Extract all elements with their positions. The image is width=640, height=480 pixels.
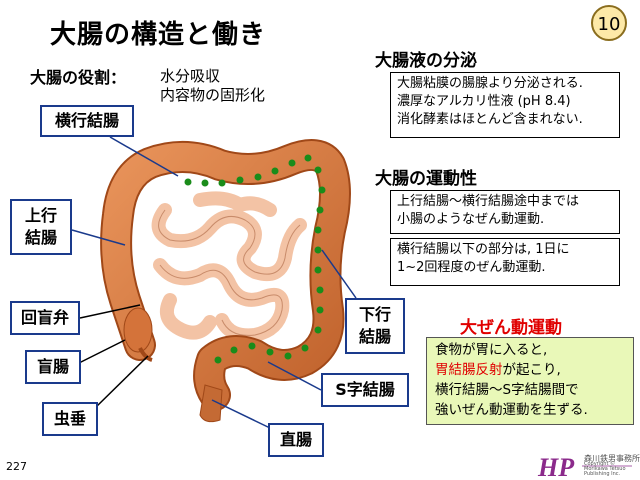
role-line: 内容物の固形化 <box>160 86 266 104</box>
page-footer-number: 227 <box>6 460 27 473</box>
label-line: 上行 <box>24 206 57 225</box>
box-line: 横行結腸～S字結腸間で <box>435 382 579 398</box>
motility-box-lower: 横行結腸以下の部分は, 1日に 1~2回程度のぜん動運動. <box>390 238 620 286</box>
label-transverse-colon: 横行結腸 <box>40 105 134 137</box>
gastrocolic-reflex-text: 胃結腸反射 <box>435 362 503 378</box>
box-line: 濃厚なアルカリ性液 (pH 8.4) <box>397 94 571 109</box>
motility-heading: 大腸の運動性 <box>375 169 477 189</box>
box-line: 消化酵素はほとんど含まれない. <box>397 112 583 127</box>
page-number-badge: 10 <box>591 5 627 41</box>
peristalsis-dots <box>184 154 326 364</box>
appendix-shape <box>138 347 153 362</box>
role-line: 水分吸収 <box>160 67 221 85</box>
box-line: 上行結腸～横行結腸途中までは <box>397 194 580 209</box>
label-rectum: 直腸 <box>268 423 324 457</box>
motility-box-upper: 上行結腸～横行結腸途中までは 小腸のようなぜん動運動. <box>390 190 620 234</box>
small-intestine <box>151 191 307 343</box>
box-line: 1~2回程度のぜん動運動. <box>397 260 546 275</box>
role-label: 大腸の役割： <box>30 68 127 87</box>
label-line: 下行 <box>358 305 391 324</box>
box-line: 小腸のようなぜん動運動. <box>397 212 545 227</box>
cecum-shape <box>123 307 153 353</box>
box-line: 強いぜん動運動を生ずる. <box>435 402 588 418</box>
secretion-box: 大腸粘膜の腸腺より分泌される. 濃厚なアルカリ性液 (pH 8.4) 消化酵素は… <box>390 72 620 138</box>
mass-movement-box: 食物が胃に入ると, 胃結腸反射が起こり, 横行結腸～S字結腸間で 強いぜん動運動… <box>426 337 634 425</box>
box-line: 胃結腸反射が起こり, <box>435 360 625 380</box>
label-ileocecal-valve: 回盲弁 <box>10 301 80 335</box>
label-descending-colon: 下行 結腸 <box>345 298 405 354</box>
leader-lines <box>71 136 357 429</box>
rectum-shape <box>199 384 223 423</box>
publisher-logo: HP <box>537 453 632 480</box>
box-line: 横行結腸以下の部分は, 1日に <box>397 242 570 257</box>
box-line: 食物が胃に入ると, <box>435 342 548 358</box>
label-ascending-colon: 上行 結腸 <box>10 199 72 255</box>
label-cecum: 盲腸 <box>25 350 81 384</box>
colon <box>100 139 351 411</box>
secretion-heading: 大腸液の分泌 <box>375 51 477 71</box>
page-title: 大腸の構造と働き <box>50 20 267 50</box>
label-sigmoid-colon: S字結腸 <box>321 373 409 407</box>
leader-lines-black <box>74 304 149 409</box>
publisher-name: 森川鉄男事務所 <box>584 454 640 463</box>
label-line: 結腸 <box>24 228 57 247</box>
svg-text:HP: HP <box>537 453 575 480</box>
publisher-copyright: Copyright © Morikawa Tetsuo Publishing I… <box>584 461 626 477</box>
small-intestine-outline <box>158 209 301 336</box>
label-line: 結腸 <box>358 327 391 346</box>
box-line: 大腸粘膜の腸腺より分泌される. <box>397 76 583 91</box>
mass-movement-heading: 大ぜん動運動 <box>460 318 562 338</box>
label-appendix: 虫垂 <box>42 402 98 436</box>
box-line-rest: が起こり, <box>502 362 561 378</box>
